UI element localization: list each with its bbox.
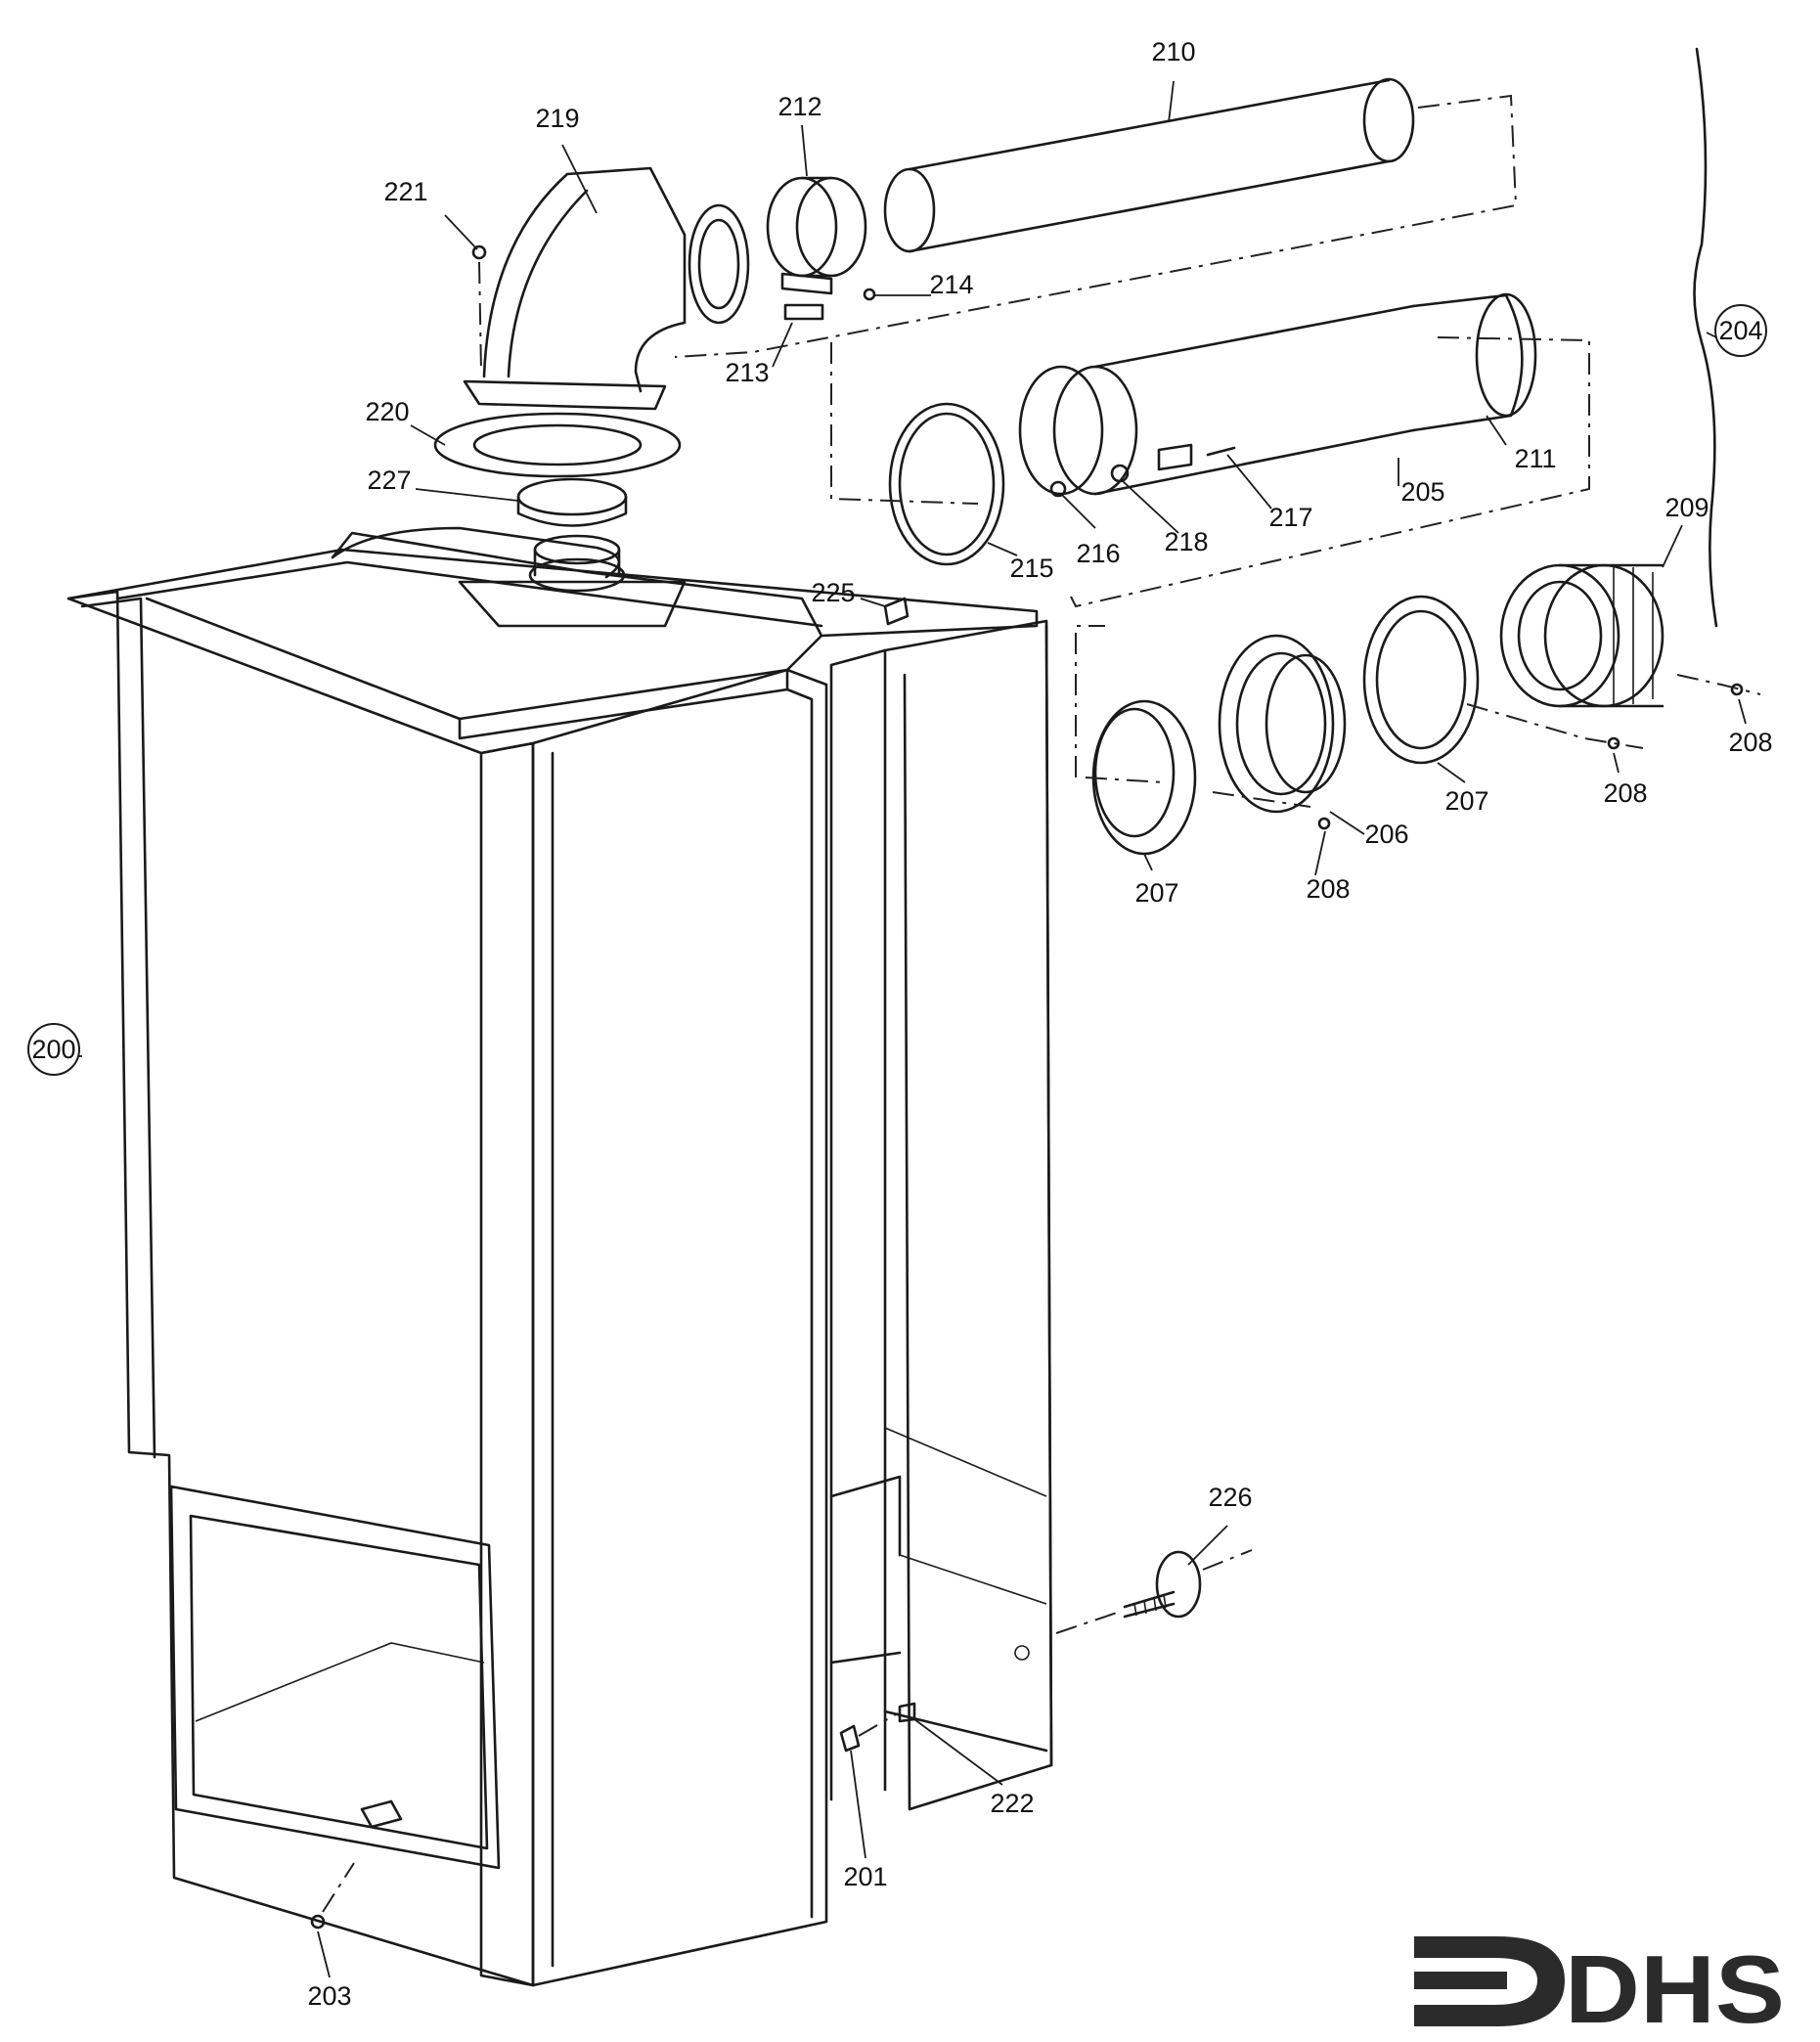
part-label-210: 210 (1151, 37, 1195, 67)
part-label-227: 227 (367, 466, 411, 495)
bracket-217 (1157, 443, 1193, 471)
part-label-215: 215 (1009, 554, 1053, 583)
pipe-205-211 (1018, 292, 1537, 496)
screw-208b (1607, 736, 1620, 750)
part-label-203: 203 (307, 1981, 351, 2011)
part-label-211: 211 (1514, 444, 1556, 473)
part-label-207: 207 (1134, 878, 1178, 908)
nut-201 (839, 1724, 861, 1753)
clip-213 (783, 303, 824, 321)
part-label-217: 217 (1268, 503, 1312, 532)
clamp-212 (766, 176, 867, 295)
part-label-209: 209 (1665, 493, 1709, 522)
part-label-208: 208 (1728, 728, 1772, 757)
gasket-220 (433, 412, 682, 478)
part-label-204: 204 (1718, 316, 1762, 345)
part-label-206: 206 (1364, 820, 1408, 849)
part-label-214: 214 (929, 270, 973, 299)
pin-226 (1123, 1550, 1202, 1619)
ring-207a (1091, 699, 1197, 856)
screw-208c (1730, 683, 1744, 696)
screw-214 (863, 288, 876, 301)
dhs-logo: DHS (1414, 1935, 1785, 2042)
boiler-casing (67, 526, 1053, 1987)
part-label-225: 225 (811, 578, 855, 607)
seal-206 (1218, 634, 1347, 814)
part-label-220: 220 (365, 397, 409, 426)
right-bracket-204 (1693, 47, 1718, 628)
callout-circle-204 (1714, 304, 1767, 357)
guard-209 (1499, 563, 1665, 708)
part-label-208: 208 (1603, 778, 1647, 808)
seal-227 (516, 477, 628, 527)
part-label-207: 207 (1444, 786, 1488, 816)
screw-221 (471, 244, 487, 260)
part-label-201: 201 (843, 1862, 887, 1891)
part-label-205: 205 (1400, 477, 1444, 507)
clip-225 (883, 597, 910, 626)
part-label-218: 218 (1164, 527, 1208, 556)
screw-216 (1049, 480, 1067, 498)
part-label-216: 216 (1076, 539, 1120, 568)
logo-mark-icon (1414, 1936, 1565, 2026)
washer-218 (1110, 464, 1130, 483)
part-label-212: 212 (777, 92, 821, 121)
part-label-226: 226 (1208, 1483, 1252, 1512)
retaining-ring-215 (888, 402, 1005, 566)
screw-217 (1206, 446, 1236, 457)
logo-text: DHS (1565, 1935, 1785, 2042)
part-label-200: 200 (31, 1035, 75, 1064)
flue-elbow-219 (463, 166, 750, 411)
screw-208a (1317, 817, 1331, 830)
part-label-208: 208 (1306, 874, 1350, 904)
screw-203 (310, 1914, 326, 1930)
part-label-221: 221 (383, 177, 427, 206)
part-label-219: 219 (535, 104, 579, 133)
ring-207b (1362, 595, 1480, 765)
leader-lines (78, 80, 1747, 1978)
callout-circle-200 (27, 1023, 80, 1076)
part-labels: 200 201 203 204 205 206 207 207 208 208 208 209 210 2… (27, 37, 1773, 2011)
pin-222 (898, 1702, 916, 1723)
part-label-222: 222 (990, 1789, 1034, 1818)
pipe-210 (883, 77, 1415, 253)
part-label-213: 213 (725, 358, 769, 387)
